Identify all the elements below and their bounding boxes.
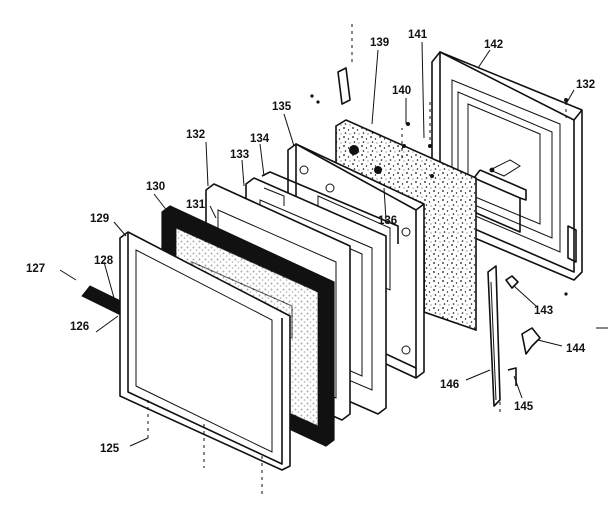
label-125: 125: [100, 443, 120, 455]
label-139: 139: [370, 37, 389, 49]
label-141: 141: [408, 29, 428, 41]
label-127: 127: [26, 263, 45, 275]
leader-lines: [59, 41, 608, 447]
label-132-left: 132: [186, 129, 205, 141]
label-142: 142: [484, 39, 503, 51]
label-130: 130: [146, 181, 165, 193]
label-144: 144: [566, 343, 586, 355]
pin-145: [507, 367, 517, 386]
outer-glass-frame-128: [119, 231, 291, 471]
part-labels: 125 126 127 128 129 130 131 132 133 134 …: [26, 29, 595, 455]
label-135: 135: [272, 101, 292, 113]
glass-frame-134: [261, 171, 399, 244]
label-134: 134: [250, 133, 270, 145]
alignment-lines: [147, 24, 567, 498]
label-143: 143: [534, 305, 553, 317]
label-146: 146: [440, 379, 459, 391]
label-132-right: 132: [576, 79, 595, 91]
hinge-strip-146: [487, 265, 501, 407]
hardware-screws: [310, 67, 568, 296]
window-frame-bracket: [473, 159, 527, 233]
label-131: 131: [186, 199, 206, 211]
label-136: 136: [378, 215, 397, 227]
label-145: 145: [514, 401, 534, 413]
label-129: 129: [90, 213, 109, 225]
bracket-144: [521, 327, 541, 355]
label-140: 140: [392, 85, 411, 97]
label-128: 128: [94, 255, 114, 267]
clip-143: [505, 275, 519, 289]
label-133: 133: [230, 149, 249, 161]
label-126: 126: [70, 321, 89, 333]
